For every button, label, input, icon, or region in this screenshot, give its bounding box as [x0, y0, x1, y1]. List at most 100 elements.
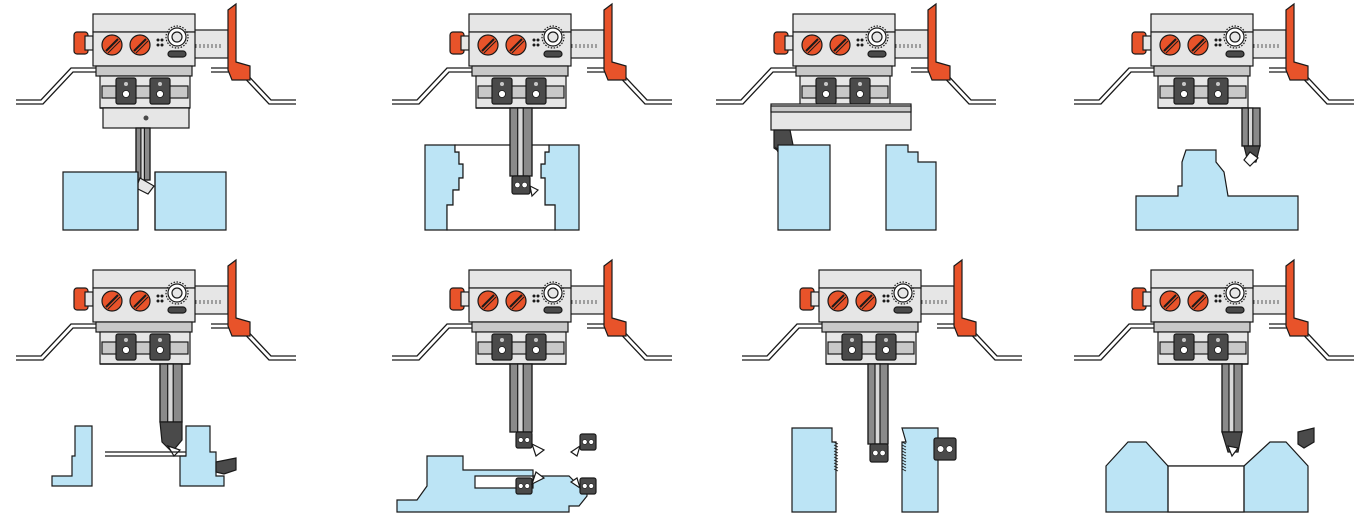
indicator-dot — [882, 299, 886, 303]
thread-tooth-left — [833, 462, 839, 466]
holder-pin-1 — [124, 338, 128, 342]
holder-screw-2 — [856, 90, 864, 98]
panel-7 — [712, 256, 1052, 513]
left-knob-collar — [1142, 35, 1152, 51]
screw-slot-left — [105, 294, 119, 308]
housing-base — [95, 321, 193, 333]
dial-slot — [167, 50, 187, 58]
indicator-dot — [160, 38, 164, 42]
thread-tooth-left — [833, 465, 839, 469]
slide-rail — [101, 85, 189, 99]
slide-rail — [801, 85, 889, 99]
indicator-dot — [856, 38, 860, 42]
graduated-dial-center — [171, 31, 183, 43]
dial-barrel — [1251, 29, 1287, 59]
thread-tooth-left — [833, 468, 839, 472]
dial-barrel — [919, 285, 955, 315]
thread-tooth-left — [833, 450, 839, 454]
dial-barrel — [193, 285, 229, 315]
orange-clamp-lever — [227, 258, 251, 337]
left-wing-bar-lower — [716, 71, 801, 105]
left-wing-bar — [16, 323, 101, 357]
right-wing-bar-lower — [1269, 71, 1354, 105]
housing-base — [821, 321, 919, 333]
thread-tooth-right — [901, 444, 907, 448]
left-wing-bar — [392, 323, 477, 357]
holder-pin-2 — [158, 82, 162, 86]
screw-slot2-left — [833, 296, 847, 310]
holder-pin-2 — [158, 338, 162, 342]
left-wing-bar — [392, 67, 477, 101]
insert-screw — [588, 483, 594, 489]
insert-top-right — [579, 433, 597, 451]
dial-barrel — [893, 29, 929, 59]
indicator-dot — [860, 43, 864, 47]
left-wing-bar — [742, 323, 827, 357]
graduated-dial-center — [547, 31, 559, 43]
holder-pin-1 — [1182, 338, 1186, 342]
panel-1 — [0, 0, 340, 256]
indicator-dot — [156, 299, 160, 303]
dial-slot — [893, 306, 913, 314]
insert-bottom-right — [579, 477, 597, 495]
thread-tooth-right — [901, 456, 907, 460]
chamfer-insert — [1243, 151, 1259, 167]
boring-bar — [159, 363, 183, 423]
holder-screw-1 — [498, 90, 506, 98]
boring-head-scene-1 — [16, 2, 296, 231]
screw-slot-right — [1191, 294, 1205, 308]
thread-tooth-right — [901, 465, 907, 469]
taper-insert — [1227, 445, 1240, 458]
screw-slot-left — [805, 38, 819, 52]
slide-rail — [101, 341, 189, 355]
insert-holder — [515, 477, 533, 495]
thread-tooth-right — [901, 447, 907, 451]
insert-screw — [524, 483, 530, 489]
stepped-bore — [446, 144, 556, 231]
indicator-dot — [160, 43, 164, 47]
screw-slot2-left — [107, 296, 121, 310]
insert-screw — [514, 182, 521, 189]
support-wings — [16, 67, 296, 105]
boring-bar-highlight — [1228, 363, 1235, 433]
indicator-dot — [156, 38, 160, 42]
screw-slot-right — [133, 38, 147, 52]
groove-tool — [159, 421, 183, 453]
workpiece-left — [777, 144, 831, 231]
indicator-dot — [156, 43, 160, 47]
holder-screw-2 — [1214, 90, 1222, 98]
indicator-dot — [532, 38, 536, 42]
right-wing-bar — [587, 323, 672, 357]
dial-slot — [543, 50, 563, 58]
screw-slot2-left — [1165, 40, 1179, 54]
indicator-dot — [536, 294, 540, 298]
left-wing-bar-lower — [16, 327, 101, 361]
holder-pin-1 — [1182, 82, 1186, 86]
panel-8 — [1068, 256, 1364, 513]
insert-screw — [937, 445, 945, 453]
left-knob-collar — [84, 291, 94, 307]
indicator-dot — [532, 43, 536, 47]
insert-screw — [872, 450, 879, 457]
boring-bar — [509, 107, 533, 177]
boring-head — [392, 2, 672, 109]
boring-head — [1074, 2, 1354, 109]
right-wing-bar — [937, 323, 1022, 357]
support-wings — [1074, 67, 1354, 105]
holder-pin-1 — [500, 82, 504, 86]
indicator-dot — [532, 294, 536, 298]
screw-slot-right — [509, 294, 523, 308]
insert-screw — [945, 445, 953, 453]
dial-slot — [867, 50, 887, 58]
thread-tooth-right — [901, 453, 907, 457]
insert-tip — [569, 444, 582, 457]
slide-rail — [1159, 85, 1247, 99]
thread-tooth-left — [833, 456, 839, 460]
graduated-dial-center — [871, 31, 883, 43]
indicator-dot — [160, 294, 164, 298]
holder-screw-2 — [1214, 346, 1222, 354]
dial-graduation-ring — [541, 281, 565, 305]
graduated-dial-center — [171, 287, 183, 299]
panel-2 — [355, 0, 695, 256]
housing-base — [471, 321, 569, 333]
